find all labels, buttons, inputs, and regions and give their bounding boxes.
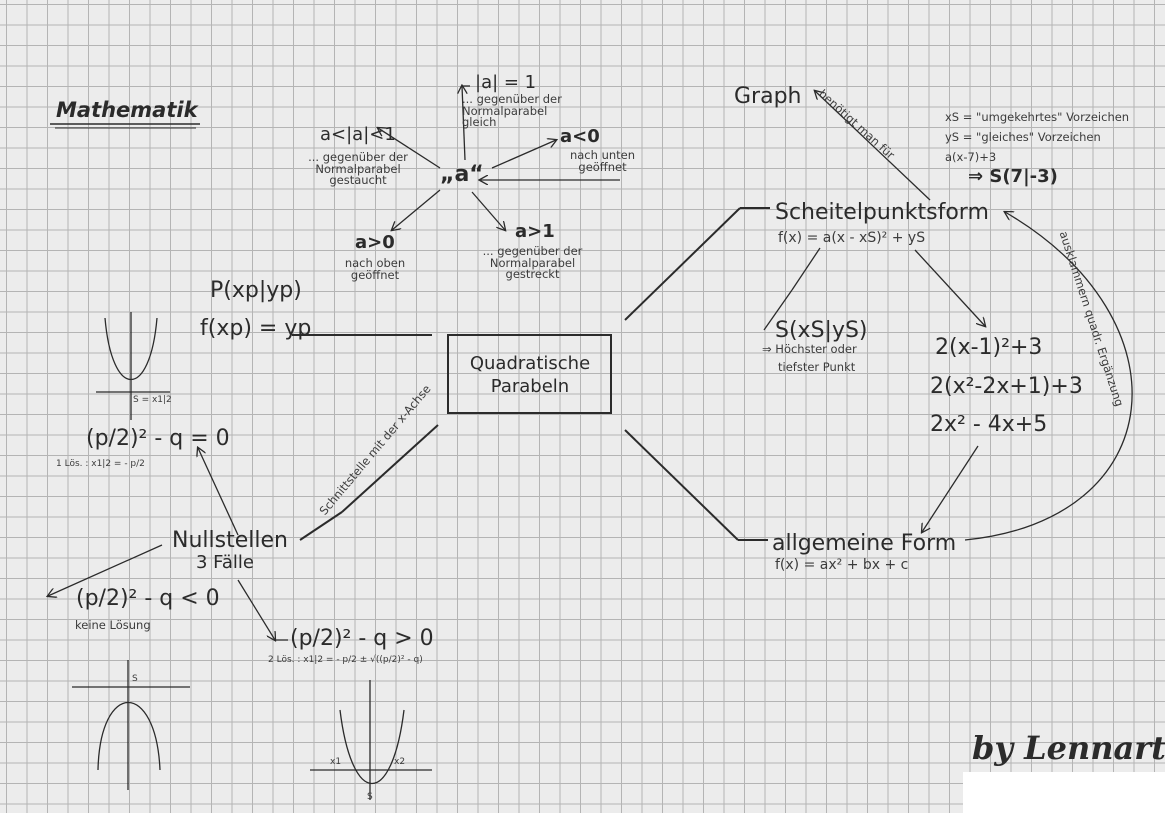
vertex-point-note-2: tiefster Punkt — [778, 360, 856, 374]
a-abs-eq: |a| = 1 — [475, 72, 537, 93]
a-gt1-note: ... gegenüber der Normalparabel gestreck… — [482, 244, 583, 281]
general-form-formula: f(x) = ax² + bx + c — [775, 557, 909, 573]
graph-xs-rule: xS = "umgekehrtes" Vorzeichen — [945, 110, 1130, 124]
calc-step-1: 2(x-1)²+3 — [935, 335, 1043, 360]
vertex-form-label: Scheitelpunktsform — [775, 200, 989, 225]
graph-result: ⇒ S(7|-3) — [968, 166, 1058, 187]
paper-corner — [963, 772, 1165, 813]
center-line-2: Parabeln — [490, 376, 570, 397]
a-gt1: a>1 — [515, 221, 555, 242]
a-neg-note: nach unten geöffnet — [569, 148, 636, 174]
zeros-case-two: (p/2)² - q > 0 — [290, 626, 434, 651]
sketch-two-label: S — [367, 792, 373, 802]
zeros-cases: 3 Fälle — [196, 552, 254, 573]
page-title: Mathematik — [56, 98, 198, 122]
sketch-none-label: S — [132, 674, 138, 684]
graph-ys-rule: yS = "gleiches" Vorzeichen — [945, 130, 1101, 144]
general-form-label: allgemeine Form — [772, 531, 957, 556]
a-node-label: „a“ — [440, 162, 484, 187]
sketch-two-x1: x1 — [330, 757, 342, 767]
vertex-point-note-1: ⇒ Höchster oder — [762, 342, 857, 356]
vertex-form-formula: f(x) = a(x - xS)² + yS — [778, 230, 926, 246]
point-function: f(xp) = yp — [200, 316, 312, 341]
zeros-case-one-note: 1 Lös. : x1|2 = - p/2 — [56, 459, 145, 469]
graph-example: a(x-7)+3 — [945, 150, 997, 164]
point-label: P(xp|yp) — [210, 278, 302, 303]
zeros-case-two-note: 2 Lös. : x1|2 = - p/2 ± √((p/2)² - q) — [268, 655, 423, 665]
sketch-one-label: S = x1|2 — [133, 395, 172, 405]
a-pos: a>0 — [355, 232, 395, 253]
calc-step-2: 2(x²-2x+1)+3 — [930, 374, 1083, 399]
a-pos-note: nach oben geöffnet — [344, 256, 406, 282]
vertex-point-label: S(xS|yS) — [775, 318, 868, 343]
a-between: a<|a|<1 — [320, 124, 396, 145]
sketch-two-x2: x2 — [394, 757, 406, 767]
a-neg: a<0 — [560, 126, 600, 147]
graph-label: Graph — [734, 84, 802, 109]
a-abs-eq-note: ... gegenüber der Normalparabel gleich — [462, 92, 562, 129]
center-line-1: Quadratische — [469, 353, 591, 374]
zeros-case-none: (p/2)² - q < 0 — [76, 586, 220, 611]
zeros-case-none-note: keine Lösung — [75, 618, 151, 632]
zeros-label: Nullstellen — [172, 528, 288, 553]
zeros-case-one: (p/2)² - q = 0 — [86, 426, 230, 451]
calc-step-3: 2x² - 4x+5 — [930, 412, 1048, 437]
a-between-note: ... gegenüber der Normalparabel gestauch… — [308, 150, 408, 187]
signature: by Lennart — [972, 729, 1165, 767]
